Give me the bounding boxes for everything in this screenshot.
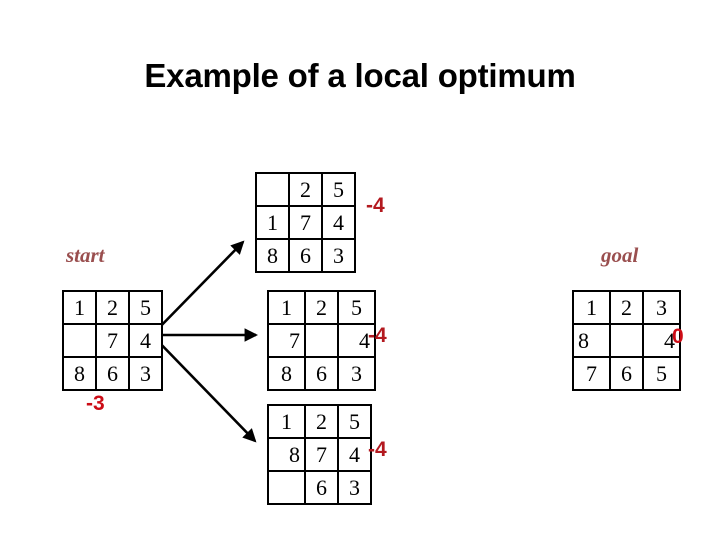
tile-down-2-0 — [267, 470, 306, 505]
tile-up-0-1: 2 — [288, 172, 323, 207]
tile-down-0-1: 2 — [304, 404, 339, 439]
table-row: 8 7 4 — [267, 437, 372, 472]
table-row: 1 2 3 — [572, 290, 681, 325]
table-row: 1 2 5 — [267, 404, 372, 439]
tile-down-1-1: 7 — [304, 437, 339, 472]
table-row: 8 6 3 — [267, 356, 376, 391]
goal-label: goal — [601, 243, 639, 267]
tile-start-2-1: 6 — [95, 356, 130, 391]
tile-mid-0-2: 5 — [337, 290, 376, 325]
table-row: 1 2 5 — [62, 290, 163, 325]
puzzle-grid-start: 1 2 5 7 4 8 6 3 — [62, 290, 163, 391]
tile-mid-2-1: 6 — [304, 356, 339, 391]
tile-start-0-2: 5 — [128, 290, 163, 325]
tile-mid-0-1: 2 — [304, 290, 339, 325]
puzzle-grid-successor-down: 1 2 5 8 7 4 6 3 — [267, 404, 372, 505]
arrow-start-to-down — [151, 334, 257, 443]
tile-goal-0-2: 3 — [642, 290, 681, 325]
heuristic-value-successor-down: -4 — [368, 438, 387, 461]
table-row: 8 4 — [572, 323, 681, 358]
tile-mid-1-1 — [304, 323, 339, 358]
heuristic-value-start: -3 — [86, 392, 105, 415]
table-row: 6 3 — [267, 470, 372, 505]
tile-mid-1-0: 7 — [267, 323, 306, 358]
tile-down-2-1: 6 — [304, 470, 339, 505]
tile-goal-2-2: 5 — [642, 356, 681, 391]
tile-mid-2-0: 8 — [267, 356, 306, 391]
tile-up-0-2: 5 — [321, 172, 356, 207]
tile-start-2-0: 8 — [62, 356, 97, 391]
heuristic-value-successor-up: -4 — [366, 194, 385, 217]
tile-up-2-1: 6 — [288, 238, 323, 273]
puzzle-grid-successor-middle: 1 2 5 7 4 8 6 3 — [267, 290, 376, 391]
start-label: start — [66, 243, 105, 267]
tile-start-2-2: 3 — [128, 356, 163, 391]
table-row: 1 2 5 — [267, 290, 376, 325]
tile-up-1-2: 4 — [321, 205, 356, 240]
tile-goal-1-0: 8 — [572, 323, 611, 358]
tile-up-0-0 — [255, 172, 290, 207]
tile-up-2-2: 3 — [321, 238, 356, 273]
page-title: Example of a local optimum — [144, 57, 576, 94]
puzzle-grid-goal: 1 2 3 8 4 7 6 5 — [572, 290, 681, 391]
table-row: 7 4 — [62, 323, 163, 358]
tile-start-1-1: 7 — [95, 323, 130, 358]
table-row: 8 6 3 — [255, 238, 356, 273]
tile-up-1-0: 1 — [255, 205, 290, 240]
heuristic-value-goal: 0 — [672, 325, 684, 348]
table-row: 1 7 4 — [255, 205, 356, 240]
tile-up-1-1: 7 — [288, 205, 323, 240]
tile-down-2-2: 3 — [337, 470, 372, 505]
tile-start-1-0 — [62, 323, 97, 358]
table-row: 7 4 — [267, 323, 376, 358]
tile-goal-2-0: 7 — [572, 356, 611, 391]
tile-goal-1-1 — [609, 323, 644, 358]
tile-down-1-0: 8 — [267, 437, 306, 472]
puzzle-grid-successor-up: 2 5 1 7 4 8 6 3 — [255, 172, 356, 273]
arrow-start-to-up — [151, 240, 245, 336]
tile-up-2-0: 8 — [255, 238, 290, 273]
tile-goal-0-1: 2 — [609, 290, 644, 325]
tile-goal-1-2: 4 — [642, 323, 681, 358]
tile-goal-2-1: 6 — [609, 356, 644, 391]
tile-mid-0-0: 1 — [267, 290, 306, 325]
tile-down-0-2: 5 — [337, 404, 372, 439]
table-row: 8 6 3 — [62, 356, 163, 391]
table-row: 2 5 — [255, 172, 356, 207]
heuristic-value-successor-middle: -4 — [368, 324, 387, 347]
tile-start-1-2: 4 — [128, 323, 163, 358]
tile-start-0-0: 1 — [62, 290, 97, 325]
tile-mid-1-2: 4 — [337, 323, 376, 358]
tile-start-0-1: 2 — [95, 290, 130, 325]
tile-down-0-0: 1 — [267, 404, 306, 439]
table-row: 7 6 5 — [572, 356, 681, 391]
tile-goal-0-0: 1 — [572, 290, 611, 325]
tile-down-1-2: 4 — [337, 437, 372, 472]
tile-mid-2-2: 3 — [337, 356, 376, 391]
